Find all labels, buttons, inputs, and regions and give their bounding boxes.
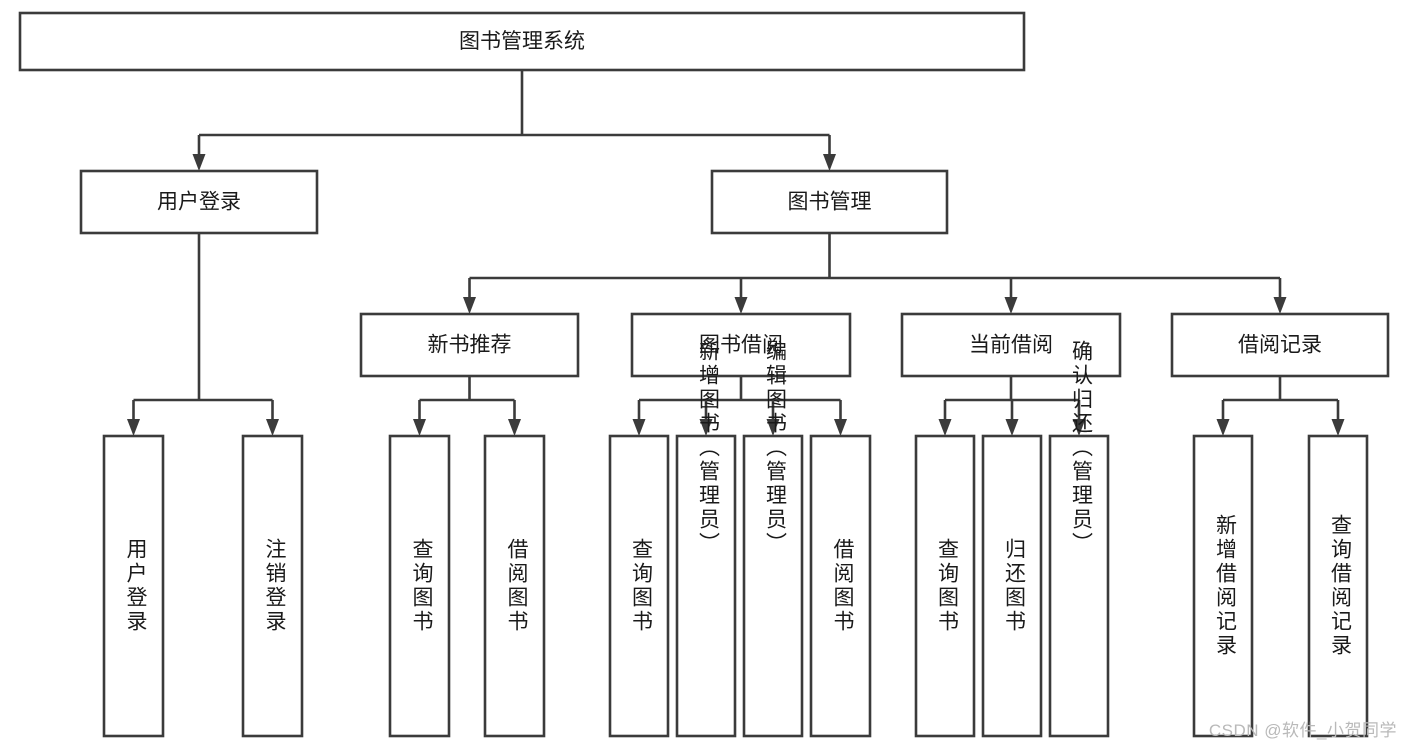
node-leaf-add-borrow-record[interactable]: 新增借阅记录	[1192, 434, 1254, 738]
node-box-leaf-query-book[interactable]	[608, 434, 670, 738]
node-leaf-confirm-return[interactable]: 确认归还（管理员）	[1048, 340, 1110, 738]
node-label-leaf-edit-book: 编辑图书（管理员）	[763, 340, 787, 556]
connector-layer	[127, 70, 1345, 436]
node-label-leaf-query-book-recommend: 查询图书	[410, 538, 434, 634]
node-box-leaf-edit-book[interactable]	[742, 434, 804, 738]
node-leaf-edit-book[interactable]: 编辑图书（管理员）	[742, 340, 804, 738]
edge-group-current-borrow	[938, 376, 1086, 436]
node-leaf-query-book-recommend[interactable]: 查询图书	[388, 434, 451, 738]
node-leaf-add-book[interactable]: 新增图书（管理员）	[675, 340, 737, 738]
node-label-current-borrow: 当前借阅	[969, 334, 1053, 357]
edge-group-borrow-record	[1216, 376, 1345, 436]
node-current-borrow[interactable]: 当前借阅	[900, 312, 1122, 378]
node-leaf-user-logout[interactable]: 注销登录	[241, 434, 304, 738]
node-label-leaf-borrow-book: 借阅图书	[831, 538, 855, 634]
node-box-leaf-confirm-return[interactable]	[1048, 434, 1110, 738]
node-box-new-book-recommend[interactable]	[359, 312, 580, 378]
node-box-leaf-user-logout[interactable]	[241, 434, 304, 738]
node-box-leaf-user-login[interactable]	[102, 434, 165, 738]
csdn-watermark: CSDN @软件_小贺同学	[1208, 721, 1397, 740]
node-label-leaf-borrow-book-recommend: 借阅图书	[505, 538, 529, 634]
node-leaf-query-borrow-record[interactable]: 查询借阅记录	[1307, 434, 1369, 738]
node-box-borrow-record[interactable]	[1170, 312, 1390, 378]
node-leaf-return-book[interactable]: 归还图书	[981, 434, 1043, 738]
node-label-book-borrow: 图书借阅	[699, 334, 783, 357]
node-book-borrow[interactable]: 图书借阅	[630, 312, 852, 378]
node-box-book-manage[interactable]	[710, 169, 949, 235]
node-leaf-user-login[interactable]: 用户登录	[102, 434, 165, 738]
node-label-root: 图书管理系统	[459, 30, 585, 53]
node-box-root[interactable]	[18, 11, 1026, 72]
edge-group-new-book-recommend	[413, 376, 521, 436]
node-leaf-borrow-book-recommend[interactable]: 借阅图书	[483, 434, 546, 738]
edge-group-book-manage	[463, 233, 1287, 314]
node-box-leaf-add-book[interactable]	[675, 434, 737, 738]
node-box-current-borrow[interactable]	[900, 312, 1122, 378]
node-label-new-book-recommend: 新书推荐	[428, 334, 512, 357]
node-box-book-borrow[interactable]	[630, 312, 852, 378]
node-label-leaf-query-book-current: 查询图书	[935, 538, 959, 634]
node-box-leaf-borrow-book-recommend[interactable]	[483, 434, 546, 738]
node-box-user-login[interactable]	[79, 169, 319, 235]
node-label-leaf-user-logout: 注销登录	[263, 538, 287, 634]
node-label-leaf-query-book: 查询图书	[629, 538, 653, 634]
node-label-borrow-record: 借阅记录	[1238, 334, 1322, 357]
edge-group-user-login	[127, 233, 279, 436]
node-box-leaf-add-borrow-record[interactable]	[1192, 434, 1254, 738]
node-leaf-borrow-book[interactable]: 借阅图书	[809, 434, 872, 738]
node-label-book-manage: 图书管理	[788, 191, 872, 214]
node-box-leaf-return-book[interactable]	[981, 434, 1043, 738]
node-box-leaf-borrow-book[interactable]	[809, 434, 872, 738]
node-leaf-query-book[interactable]: 查询图书	[608, 434, 670, 738]
node-book-manage[interactable]: 图书管理	[710, 169, 949, 235]
node-label-leaf-return-book: 归还图书	[1002, 538, 1026, 634]
edge-group-book-borrow	[632, 376, 847, 436]
node-user-login[interactable]: 用户登录	[79, 169, 319, 235]
node-label-leaf-user-login: 用户登录	[124, 538, 148, 634]
node-box-leaf-query-book-recommend[interactable]	[388, 434, 451, 738]
node-borrow-record[interactable]: 借阅记录	[1170, 312, 1390, 378]
edge-group-root	[192, 70, 836, 171]
node-box-leaf-query-book-current[interactable]	[914, 434, 976, 738]
node-label-user-login: 用户登录	[157, 191, 241, 214]
node-label-leaf-add-book: 新增图书（管理员）	[696, 340, 720, 556]
node-root[interactable]: 图书管理系统	[18, 11, 1026, 72]
node-label-leaf-add-borrow-record: 新增借阅记录	[1213, 514, 1237, 658]
node-leaf-query-book-current[interactable]: 查询图书	[914, 434, 976, 738]
node-box-leaf-query-borrow-record[interactable]	[1307, 434, 1369, 738]
node-label-leaf-query-borrow-record: 查询借阅记录	[1328, 514, 1352, 658]
node-layer: 图书管理系统用户登录图书管理新书推荐图书借阅当前借阅借阅记录用户登录注销登录查询…	[18, 11, 1390, 738]
node-label-leaf-confirm-return: 确认归还（管理员）	[1069, 340, 1093, 556]
node-new-book-recommend[interactable]: 新书推荐	[359, 312, 580, 378]
